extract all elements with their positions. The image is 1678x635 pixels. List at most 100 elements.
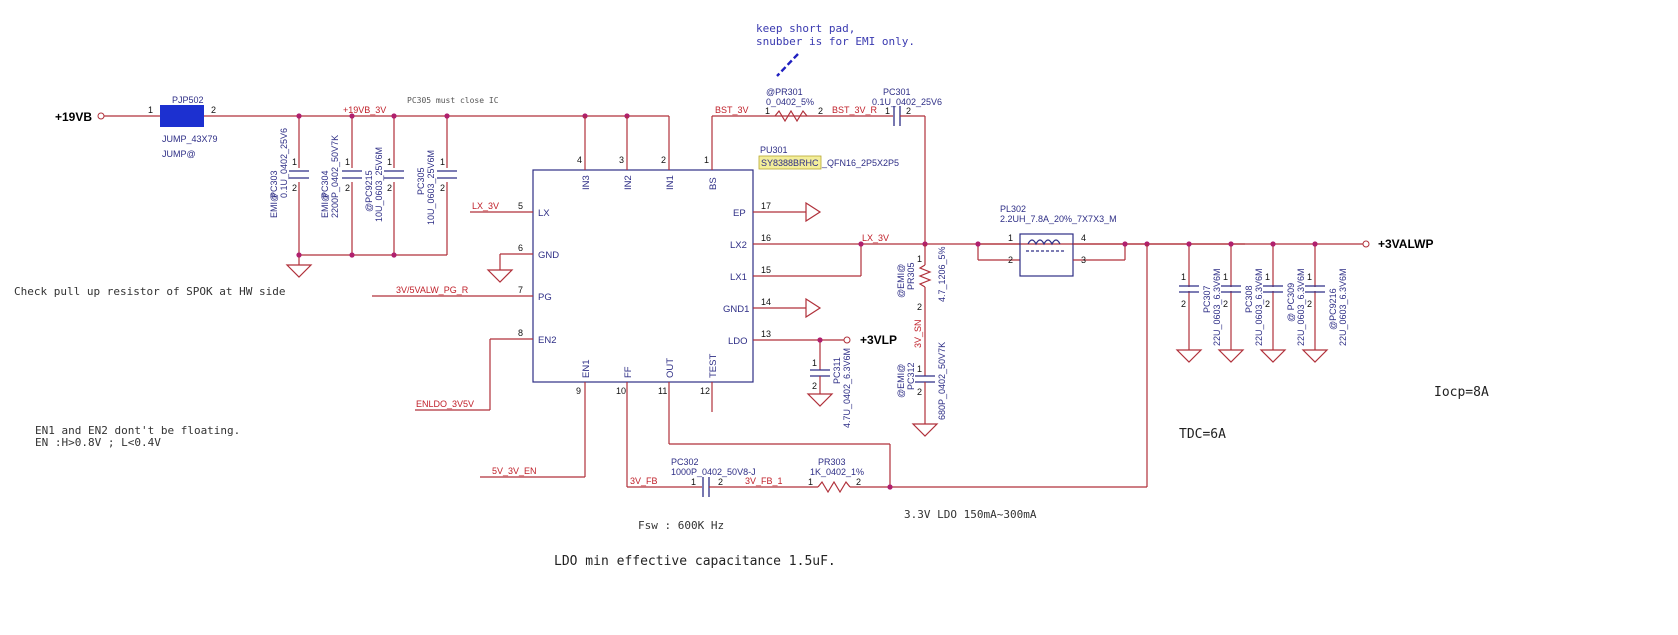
cap-pc9216: 1 2 @PC9216 22U_0603_6.3V6M xyxy=(1301,244,1348,363)
svg-text:10: 10 xyxy=(616,386,626,396)
pr303-value: 1K_0402_1% xyxy=(810,467,864,477)
pc309-value: 22U_0603_6.3V6M xyxy=(1296,268,1306,346)
pc311-ref: PC311 xyxy=(832,357,842,384)
pjp502-pin1: 1 xyxy=(148,105,153,115)
pc301-ref: PC301 xyxy=(883,87,911,97)
pr301-ref: @PR301 xyxy=(766,87,803,97)
svg-text:2: 2 xyxy=(1223,299,1228,309)
pc309-ref: @ PC309 xyxy=(1286,283,1296,322)
pin-gnd1: GND1 xyxy=(723,304,749,315)
inductor-pl302: PL302 2.2UH_7.8A_20%_7X7X3_M 1 2 3 4 xyxy=(975,204,1245,277)
pc302-value: 1000P_0402_50V8-J xyxy=(671,467,756,477)
note-pc305-close: PC305 must close IC xyxy=(407,96,499,105)
pjp502-variant: JUMP@ xyxy=(162,149,196,159)
net-lx-left: LX_3V xyxy=(472,201,499,211)
ground-symbol-snubber xyxy=(911,423,939,437)
gnd1-flag xyxy=(805,297,822,319)
svg-text:6: 6 xyxy=(518,243,523,253)
res-pr305 xyxy=(918,264,932,288)
pin-out: OUT xyxy=(665,358,676,378)
svg-text:1: 1 xyxy=(440,157,445,167)
cap-pc304: 1 2 PC304 2200P_0402_50V7K EMI@ xyxy=(320,135,363,218)
pc308-value: 22U_0603_6.3V6M xyxy=(1254,268,1264,346)
input-section: +19VB 1 PJP502 JUMP_43X79 JUMP@ 2 +19VB_… xyxy=(55,95,669,278)
svg-text:2: 2 xyxy=(440,183,445,193)
res-pr303 xyxy=(817,480,851,494)
cap-pc303: 1 2 PC303 0.1U_0402_25V6 EMI@ xyxy=(269,128,310,218)
pc304-ref: PC304 xyxy=(320,170,330,198)
net-pg: 3V/5VALW_PG_R xyxy=(396,285,469,295)
net-lx-right: LX_3V xyxy=(862,233,889,243)
vout-connector xyxy=(1362,240,1370,248)
ic-pu301: PU301 SY8388BRHC _QFN16_2P5X2P5 4 3 2 1 … xyxy=(372,116,1245,487)
pin-gnd: GND xyxy=(538,250,559,261)
cap-pc307: 1 2 PC307 22U_0603_6.3V6M xyxy=(1175,244,1222,363)
pc9216-value: 22U_0603_6.3V6M xyxy=(1338,268,1348,346)
svg-text:3: 3 xyxy=(1081,255,1086,265)
pc303-value: 0.1U_0402_25V6 xyxy=(279,128,289,198)
pc302-ref: PC302 xyxy=(671,457,699,467)
net-en2: ENLDO_3V5V xyxy=(416,399,474,409)
ic-body xyxy=(532,169,754,383)
pin-ldo: LDO xyxy=(728,336,748,347)
pc307-ref: PC307 xyxy=(1202,285,1212,313)
pin-in3: IN3 xyxy=(581,175,592,190)
svg-text:16: 16 xyxy=(761,233,771,243)
ic-part-highlight xyxy=(758,155,822,170)
pjp502-value: JUMP_43X79 xyxy=(162,134,218,144)
svg-text:1: 1 xyxy=(917,364,922,374)
pjp502-pin2: 2 xyxy=(211,105,216,115)
vout-power-label: +3VALWP xyxy=(1378,237,1433,251)
svg-text:9: 9 xyxy=(576,386,581,396)
feedback-section: 3V_FB 3V_FB_1 1 2 PC302 1000P_0402_50V8-… xyxy=(627,244,1148,497)
note-snubber-1: keep short pad, xyxy=(756,22,855,35)
svg-text:2: 2 xyxy=(856,477,861,487)
note-en-1: EN1 and EN2 dont't be floating. xyxy=(35,424,240,437)
note-iocp: Iocp=8A xyxy=(1434,385,1489,400)
ground-symbol-input xyxy=(285,264,313,278)
svg-text:1: 1 xyxy=(345,157,350,167)
vin-connector xyxy=(97,112,105,120)
pin-bs: BS xyxy=(708,177,719,190)
svg-text:2: 2 xyxy=(1307,299,1312,309)
ic-part: SY8388BRHC xyxy=(761,158,819,168)
vin-power-label: +19VB xyxy=(55,110,92,124)
pc311-value: 4.7U_0402_6.3V6M xyxy=(842,348,852,428)
svg-text:1: 1 xyxy=(1008,233,1013,243)
net-sn: 3V_SN xyxy=(913,319,923,348)
note-ldo-current: 3.3V LDO 150mA~300mA xyxy=(904,508,1037,521)
svg-text:1: 1 xyxy=(292,157,297,167)
svg-text:1: 1 xyxy=(812,358,817,368)
svg-text:15: 15 xyxy=(761,265,771,275)
svg-text:2: 2 xyxy=(661,155,666,165)
ldo-cap-section: 1 2 PC311 4.7U_0402_6.3V6M xyxy=(806,337,852,428)
svg-text:13: 13 xyxy=(761,329,771,339)
pc307-value: 22U_0603_6.3V6M xyxy=(1212,268,1222,346)
cap-pc308: 1 2 PC308 22U_0603_6.3V6M xyxy=(1217,244,1264,363)
net-bst: BST_3V xyxy=(715,105,749,115)
net-fb1: 3V_FB_1 xyxy=(745,476,783,486)
pin-in2: IN2 xyxy=(623,175,634,190)
svg-text:1: 1 xyxy=(1223,272,1228,282)
svg-text:2: 2 xyxy=(345,183,350,193)
pr303-ref: PR303 xyxy=(818,457,846,467)
svg-text:2: 2 xyxy=(818,106,823,116)
ldo-power-label: +3VLP xyxy=(860,333,897,347)
pin-test: TEST xyxy=(708,354,719,378)
pin-pg: PG xyxy=(538,292,552,303)
svg-text:1: 1 xyxy=(765,106,770,116)
svg-text:2: 2 xyxy=(718,477,723,487)
pin-en2: EN2 xyxy=(538,335,556,346)
svg-text:2: 2 xyxy=(906,106,911,116)
svg-text:1: 1 xyxy=(808,477,813,487)
pin-ff: FF xyxy=(623,366,634,378)
pc9215-value: 10U_0603_25V6M xyxy=(374,147,384,222)
pin-lx2: LX2 xyxy=(730,240,747,251)
note-tdc: TDC=6A xyxy=(1179,427,1226,442)
svg-text:2: 2 xyxy=(1265,299,1270,309)
svg-text:2: 2 xyxy=(292,183,297,193)
svg-text:1: 1 xyxy=(1265,272,1270,282)
jumper-pad-right xyxy=(192,105,204,127)
svg-text:4: 4 xyxy=(577,155,582,165)
